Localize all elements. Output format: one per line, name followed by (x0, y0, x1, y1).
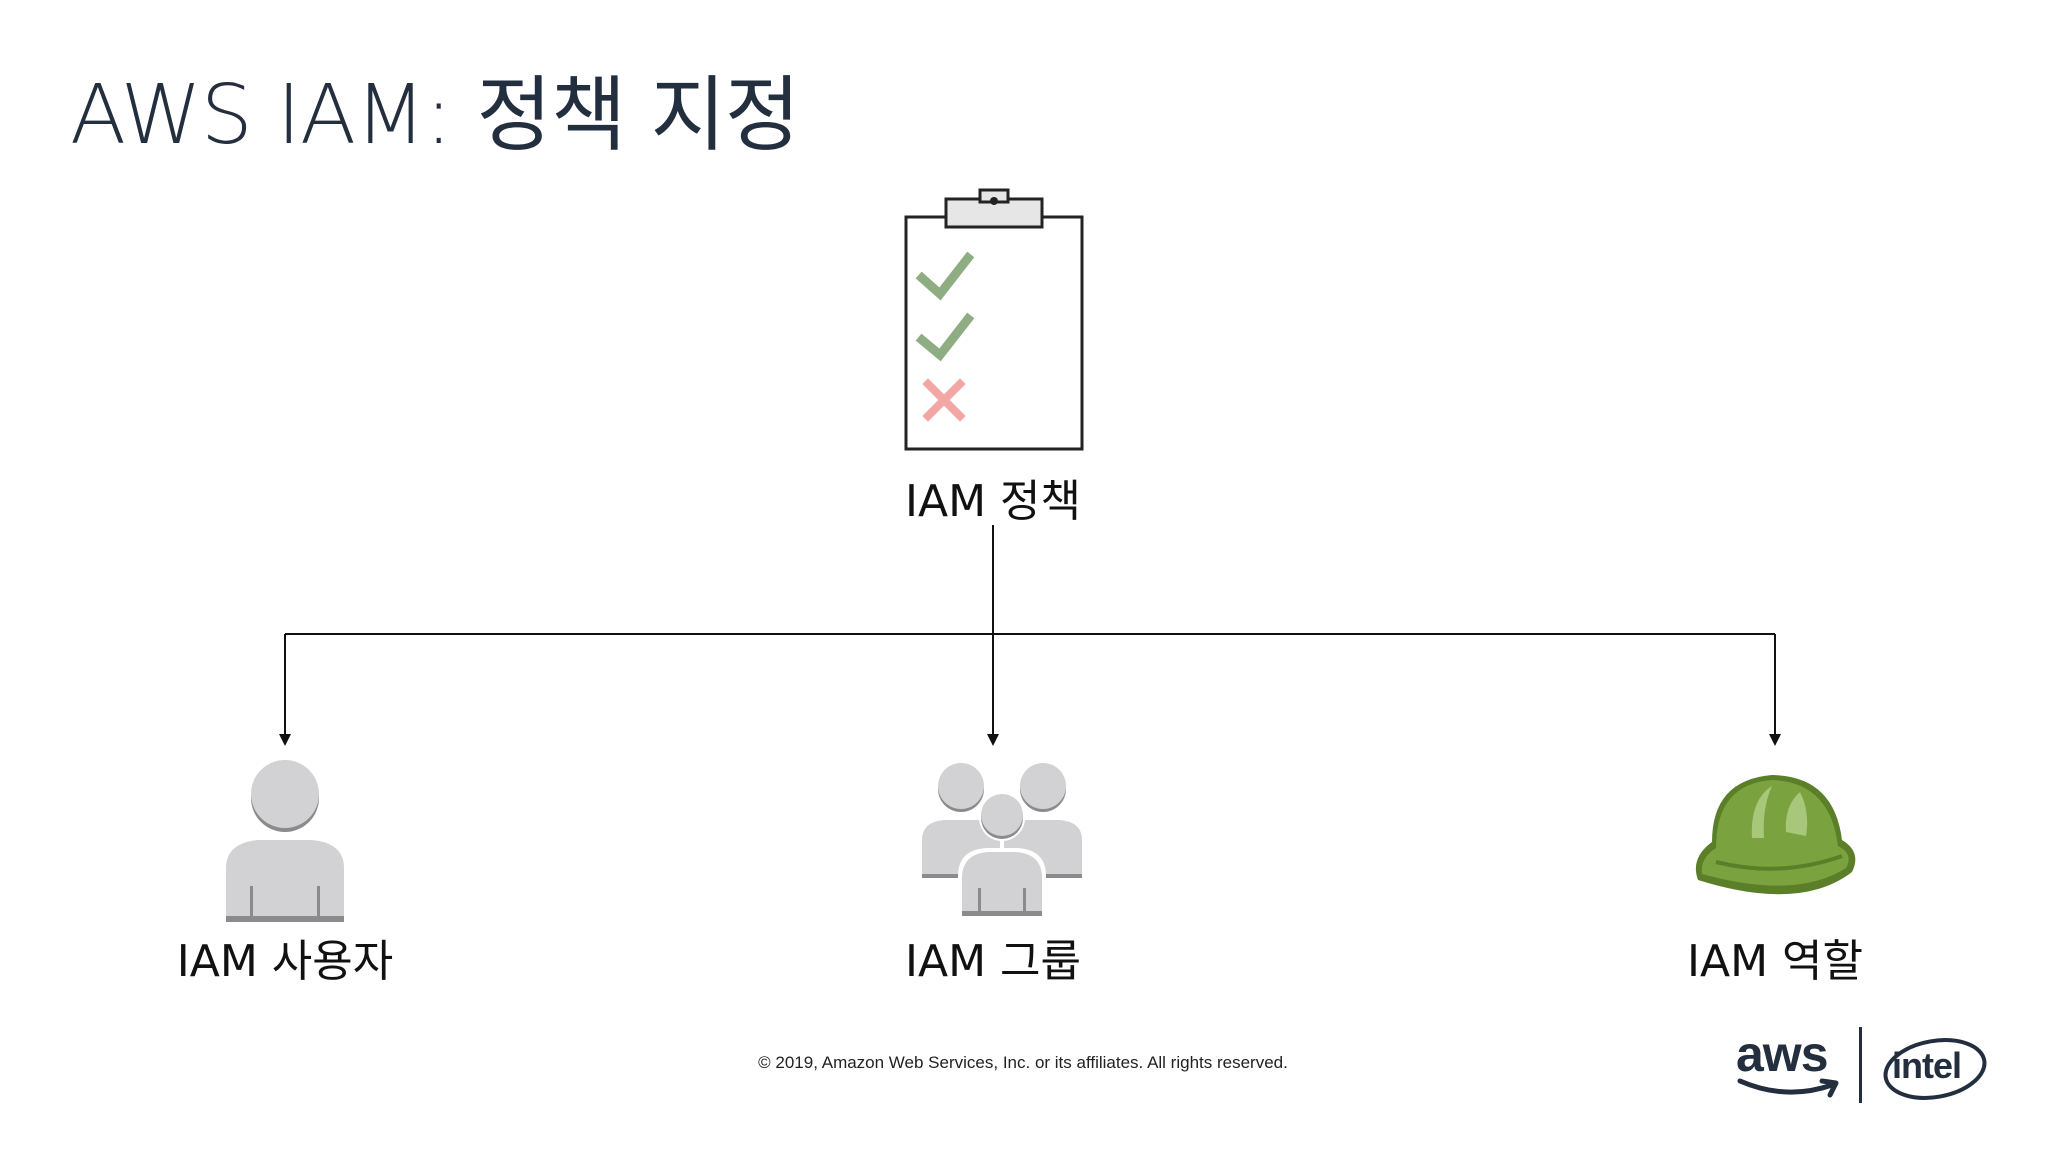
group-icon (922, 763, 1082, 918)
footer-logos: aws intel (1730, 1025, 1990, 1105)
group-label: IAM 그룹 (905, 936, 1081, 987)
aws-logo: aws (1736, 1026, 1829, 1082)
policy-label: IAM 정책 (905, 476, 1081, 527)
intel-swoosh-icon (1883, 1038, 1987, 1100)
check-mark-icon (915, 312, 975, 362)
clipboard-checklist-icon (904, 188, 1084, 451)
user-icon (226, 760, 344, 922)
connector-lines (279, 525, 1781, 746)
check-mark-icon (915, 251, 975, 301)
cross-mark-icon (922, 378, 966, 422)
logo-divider (1859, 1027, 1862, 1103)
slide-title: AWS IAM: 정책 지정 (70, 68, 800, 163)
user-label: IAM 사용자 (176, 936, 394, 987)
hard-hat-icon (1695, 775, 1856, 895)
copyright-text: © 2019, Amazon Web Services, Inc. or its… (758, 1053, 1288, 1072)
role-label: IAM 역할 (1687, 936, 1863, 987)
intel-logo: intel (1892, 1045, 1962, 1086)
aws-smile-icon (1737, 1078, 1839, 1098)
